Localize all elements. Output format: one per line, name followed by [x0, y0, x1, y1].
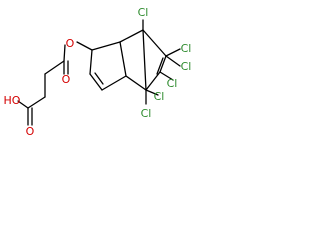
chlorine-label: Cl — [181, 60, 192, 73]
chlorine-label: Cl — [167, 77, 178, 90]
acid-oxygen-label: O — [26, 125, 35, 138]
chlordane-derivative-structure: Cl Cl Cl Cl Cl Cl O O HO O — [4, 6, 192, 138]
chlorine-label: Cl — [181, 42, 192, 55]
chlorine-label: Cl — [154, 90, 165, 103]
chlorine-label: Cl — [138, 6, 149, 19]
bond-layer — [17, 19, 181, 126]
chlorine-label: Cl — [141, 107, 152, 120]
hydroxyl-label: HO — [4, 94, 21, 107]
ester-oxygen-label: O — [66, 37, 75, 50]
atom-labels: Cl Cl Cl Cl Cl Cl O O HO O — [4, 6, 192, 138]
carbonyl-oxygen-label: O — [62, 73, 71, 86]
